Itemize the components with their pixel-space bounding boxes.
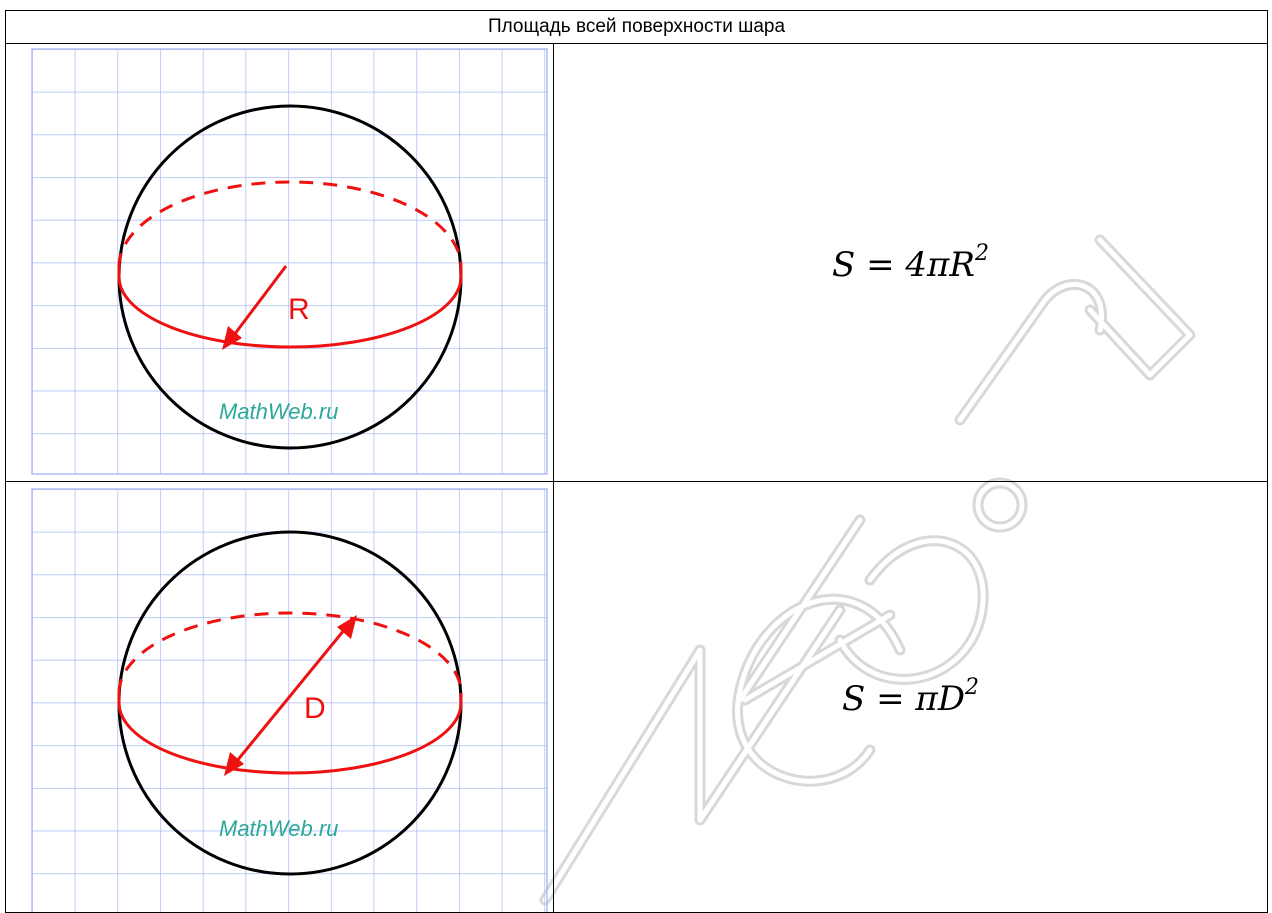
figure-watermark: MathWeb.ru [219, 399, 338, 424]
radius-formula-cell: S = 4πR2 [553, 43, 1268, 482]
sphere-radius-figure-cell: R MathWeb.ru [5, 43, 554, 482]
diameter-label: D [304, 692, 326, 725]
diameter-arrowhead-bottom [224, 752, 244, 776]
radius-arrow [226, 265, 288, 344]
diameter-arrow [230, 623, 351, 768]
radius-label: R [288, 293, 310, 326]
document-sheet: Площадь всей поверхности шара [5, 10, 1268, 913]
diameter-formula-cell: S = πD2 [553, 481, 1268, 913]
sphere-area-table: Площадь всей поверхности шара [5, 10, 1268, 913]
sphere-diameter-figure-cell: D MathWeb.ru [5, 481, 554, 913]
table-row: R MathWeb.ru S = 4πR2 [5, 43, 1268, 482]
equator-front [117, 267, 463, 349]
equator-back-dashed [117, 611, 463, 694]
area-formula-diameter: S = πD2 [841, 675, 980, 719]
area-formula-radius: S = 4πR2 [831, 240, 989, 285]
sphere-diameter-figure: D MathWeb.ru [31, 488, 548, 912]
grid-paper [31, 488, 548, 912]
table-title: Площадь всей поверхности шара [5, 10, 1268, 44]
table-row: D MathWeb.ru S = πD2 [5, 481, 1268, 913]
radius-arrowhead [222, 326, 242, 350]
equator-front [117, 693, 463, 775]
figure-watermark: MathWeb.ru [219, 816, 338, 841]
equator-back-dashed [117, 180, 463, 268]
diameter-arrowhead-top [337, 615, 357, 639]
sphere-radius-figure: R MathWeb.ru [31, 48, 548, 475]
